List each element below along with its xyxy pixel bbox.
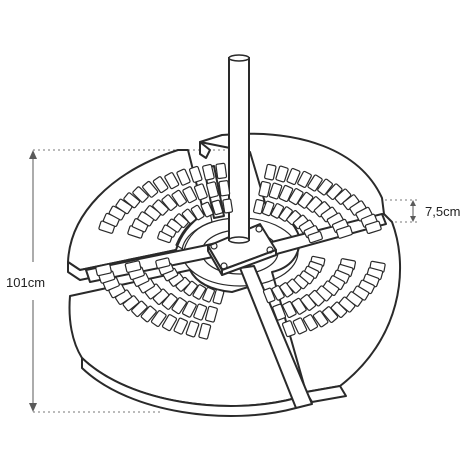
parasol-pole: [228, 54, 250, 244]
slot-top-right-r0-2: [270, 203, 285, 219]
height-arrow-bottom: [29, 403, 37, 412]
slot-top-right-r1-2: [278, 184, 294, 203]
slot-bottom-left-r0-2: [192, 284, 207, 300]
slot-top-right-r1-0: [258, 180, 271, 198]
slot-bottom-left-r2-5: [140, 305, 157, 323]
thickness-arrow-top: [410, 200, 416, 206]
height-label: 101cm: [6, 275, 45, 290]
slot-bottom-right-r2-12: [281, 320, 296, 338]
slot-bottom-left-r1-0: [204, 305, 218, 323]
slot-top-left-r0-7: [211, 199, 224, 216]
slot-top-left-r2-7: [152, 176, 169, 194]
slot-top-left-r2-4: [123, 192, 141, 209]
slot-bottom-right-r1-9: [282, 300, 297, 319]
slot-bottom-left-r0-8: [155, 257, 171, 269]
slot-top-left-r2-10: [188, 165, 203, 183]
slot-bottom-left-r1-10: [124, 260, 142, 273]
slot-top-right-r2-3: [297, 170, 312, 188]
plate-bolt-3: [266, 246, 274, 254]
slot-top-left-r2-5: [132, 186, 149, 203]
slot-top-left-r2-3: [115, 198, 133, 215]
slot-bottom-left-r2-1: [185, 320, 200, 338]
slot-top-left-r1-6: [171, 189, 187, 207]
slot-top-right-r1-3: [288, 188, 304, 206]
slot-bottom-right-r0-6: [279, 282, 294, 298]
slot-top-left-r0-4: [181, 208, 197, 224]
plate-bolt-1: [210, 242, 218, 250]
slot-top-right-r2-0: [264, 163, 277, 181]
slot-top-left-r0-5: [190, 204, 205, 221]
slot-top-left-r1-8: [193, 183, 208, 201]
slot-top-left-r2-6: [142, 180, 159, 198]
slot-bottom-left-r0-1: [202, 286, 215, 303]
base-thickness-dimension: 7,5cm: [385, 199, 460, 223]
slot-bottom-left-r2-0: [198, 322, 212, 340]
slot-bottom-left-r2-6: [131, 300, 148, 318]
slot-top-left-r0-8: [222, 198, 234, 214]
slot-bottom-left-r2-2: [173, 317, 188, 335]
slot-bottom-right-r1-8: [291, 297, 307, 315]
slot-top-left-r2-8: [164, 172, 180, 190]
slot-bottom-right-r2-7: [330, 301, 348, 319]
slot-top-left-r2-12: [215, 162, 228, 180]
slot-top-right-r2-5: [317, 178, 334, 196]
slot-bottom-right-r2-8: [322, 306, 339, 323]
slot-top-left-r0-3: [173, 213, 189, 229]
slot-top-left-r0-6: [200, 201, 214, 218]
slot-bottom-left-r1-2: [181, 300, 197, 318]
height-dimension: 101cm: [6, 149, 240, 413]
slot-top-right-r2-2: [286, 167, 301, 185]
slot-top-right-r2-4: [307, 174, 323, 192]
slot-bottom-left-r0-0: [212, 289, 225, 305]
slot-bottom-right-r2-10: [302, 314, 319, 332]
slot-top-left-r1-7: [182, 186, 198, 204]
slot-bottom-left-r2-12: [95, 263, 112, 277]
slot-top-left-r2-9: [176, 168, 191, 186]
slot-bottom-right-r1-10: [272, 303, 287, 321]
height-arrow-top: [29, 150, 37, 159]
slot-bottom-left-r2-4: [150, 310, 167, 328]
thickness-arrow-bottom: [410, 216, 416, 222]
slot-bottom-right-r2-9: [312, 310, 329, 328]
frame-bar-bottom: [239, 265, 313, 409]
plate-bolt-2: [255, 225, 263, 233]
slot-top-left-r2-11: [202, 163, 215, 181]
slot-top-right-r0-1: [261, 200, 275, 217]
plate-bolt-4: [220, 262, 228, 270]
ventilation-slots: [95, 162, 386, 340]
slot-top-right-r0-8: [307, 231, 323, 244]
thickness-label: 7,5cm: [425, 204, 460, 219]
slot-top-left-r1-10: [218, 180, 231, 197]
slot-top-right-r2-1: [275, 165, 289, 183]
slot-top-right-r1-1: [268, 182, 283, 200]
slot-bottom-left-r2-3: [161, 314, 178, 332]
slot-top-right-r2-12: [364, 220, 382, 235]
slot-top-right-r1-10: [335, 225, 353, 239]
slot-top-left-r1-4: [152, 199, 169, 216]
slot-bottom-right-r0-8: [262, 287, 276, 304]
slot-bottom-right-r0-7: [271, 285, 285, 301]
slot-top-left-r1-9: [206, 181, 219, 199]
slot-bottom-left-r1-1: [193, 303, 208, 321]
slot-bottom-right-r2-11: [292, 317, 308, 335]
slot-bottom-left-r1-3: [171, 297, 187, 315]
slot-bottom-right-r1-7: [300, 294, 317, 311]
slot-top-right-r0-0: [252, 198, 265, 215]
slot-top-left-r1-5: [161, 194, 178, 212]
